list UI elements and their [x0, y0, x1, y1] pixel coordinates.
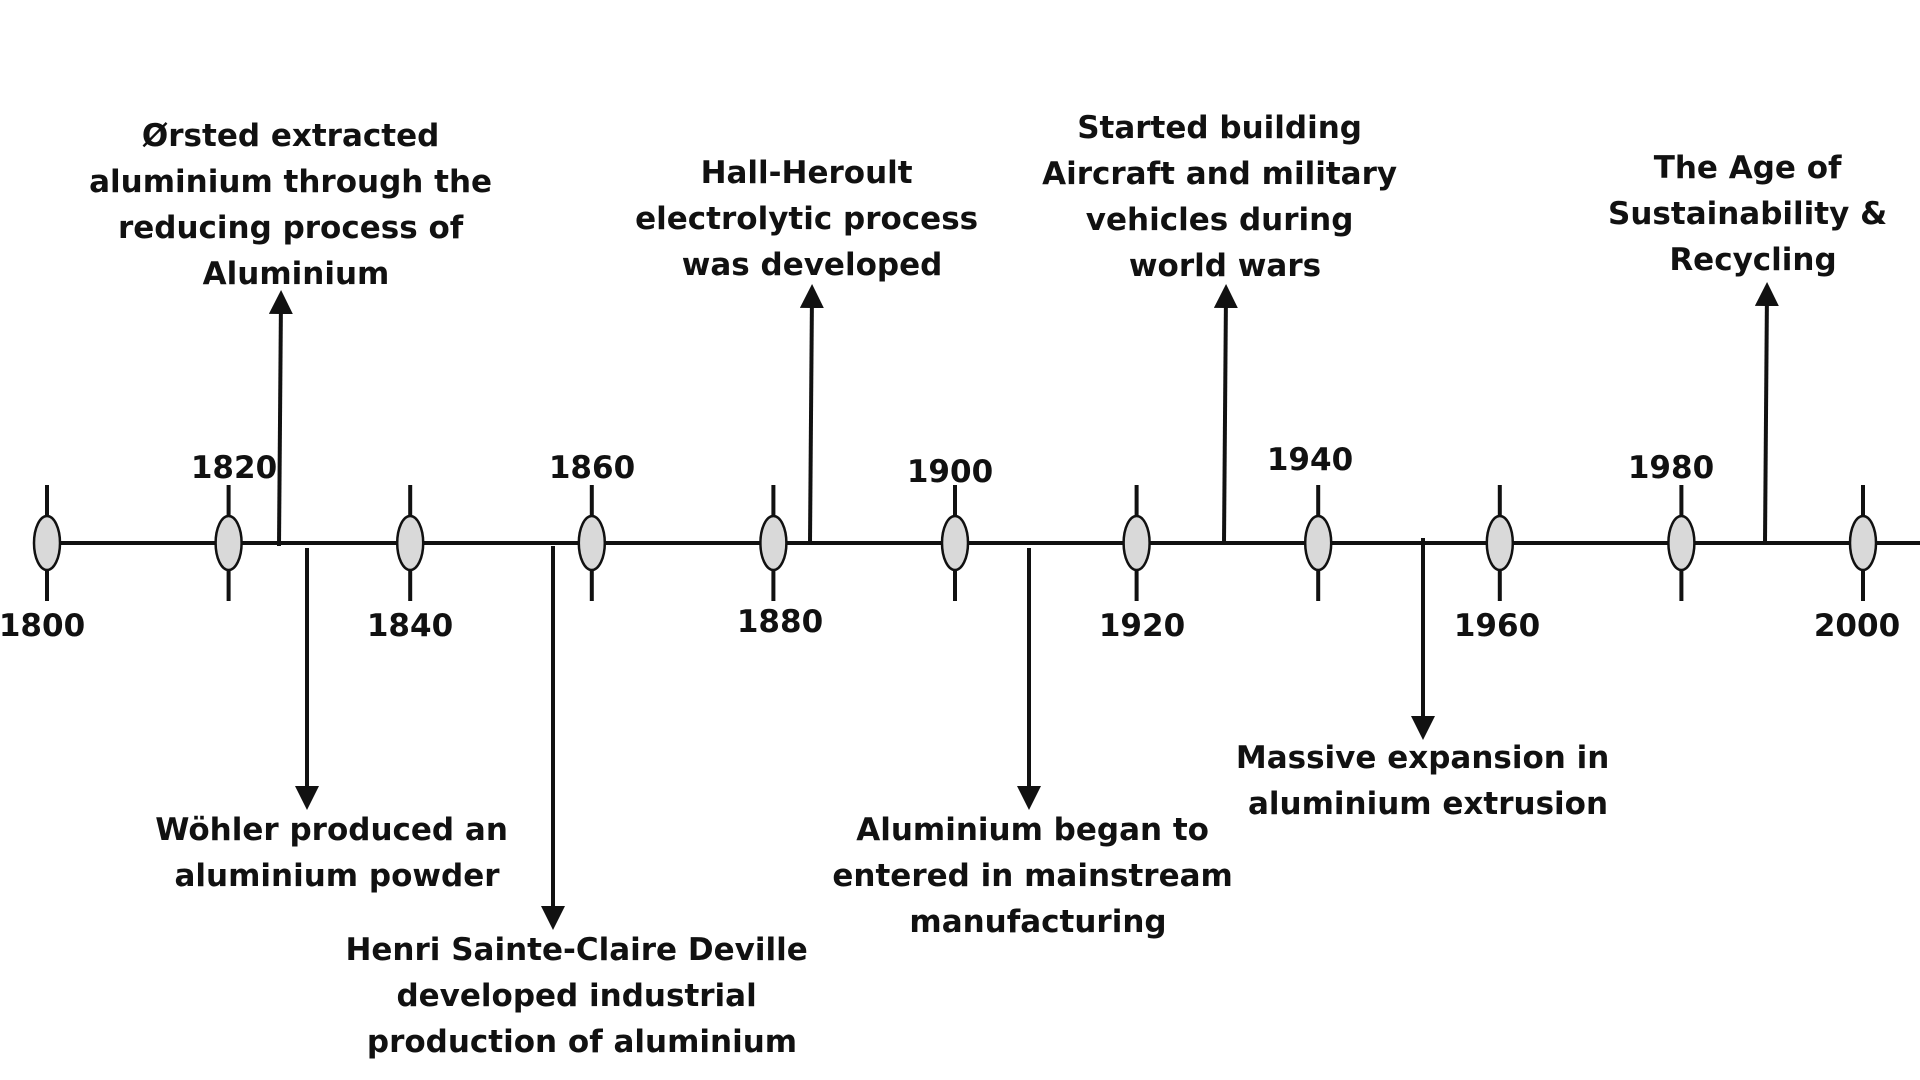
tick-marker-1860	[577, 514, 607, 572]
tick-marker-1880	[759, 514, 788, 572]
year-label-1900: 1900	[907, 454, 993, 490]
year-label-1800: 1800	[0, 608, 85, 644]
event-text-extrusion: Massive expansion in aluminium extrusion	[1236, 740, 1620, 822]
event-text-deville: Henri Sainte-Claire Deville developed in…	[345, 932, 818, 1060]
year-label-1820: 1820	[191, 450, 277, 486]
year-label-2000: 2000	[1814, 608, 1900, 644]
year-label-1840: 1840	[367, 608, 453, 644]
year-label-1880: 1880	[737, 604, 823, 640]
event-arrow-aircraft	[1213, 284, 1238, 544]
year-label-1980: 1980	[1628, 450, 1714, 486]
event-text-aircraft: Started building Aircraft and military v…	[1042, 110, 1408, 284]
event-text-sustainability: The Age of Sustainability & Recycling	[1608, 150, 1898, 278]
event-text-hall-heroult: Hall-Heroult electrolytic process was de…	[635, 155, 989, 283]
year-label-1920: 1920	[1099, 608, 1185, 644]
tick-marker-1980	[1667, 514, 1696, 572]
tick-marker-1840	[395, 514, 425, 572]
event-arrow-sustainability	[1754, 282, 1779, 544]
tick-marker-1920	[1122, 514, 1151, 572]
event-text-wohler: Wöhler produced an aluminium powder	[155, 812, 518, 894]
year-ticks	[32, 485, 1878, 601]
tick-marker-1900	[940, 514, 970, 572]
year-label-1960: 1960	[1454, 608, 1540, 644]
year-label-1940: 1940	[1267, 442, 1353, 478]
event-arrow-orsted	[268, 290, 293, 547]
tick-marker-1960	[1485, 514, 1515, 572]
year-label-1860: 1860	[549, 450, 635, 486]
event-text-orsted: Ørsted extracted aluminium through the r…	[89, 118, 503, 292]
event-text-mainstream: Aluminium began to entered in mainstream…	[832, 812, 1243, 940]
tick-marker-1820	[214, 514, 243, 572]
tick-marker-1940	[1303, 514, 1333, 572]
tick-marker-1800	[32, 514, 62, 572]
tick-marker-2000	[1848, 514, 1878, 572]
event-arrow-hall-heroult	[799, 284, 824, 544]
